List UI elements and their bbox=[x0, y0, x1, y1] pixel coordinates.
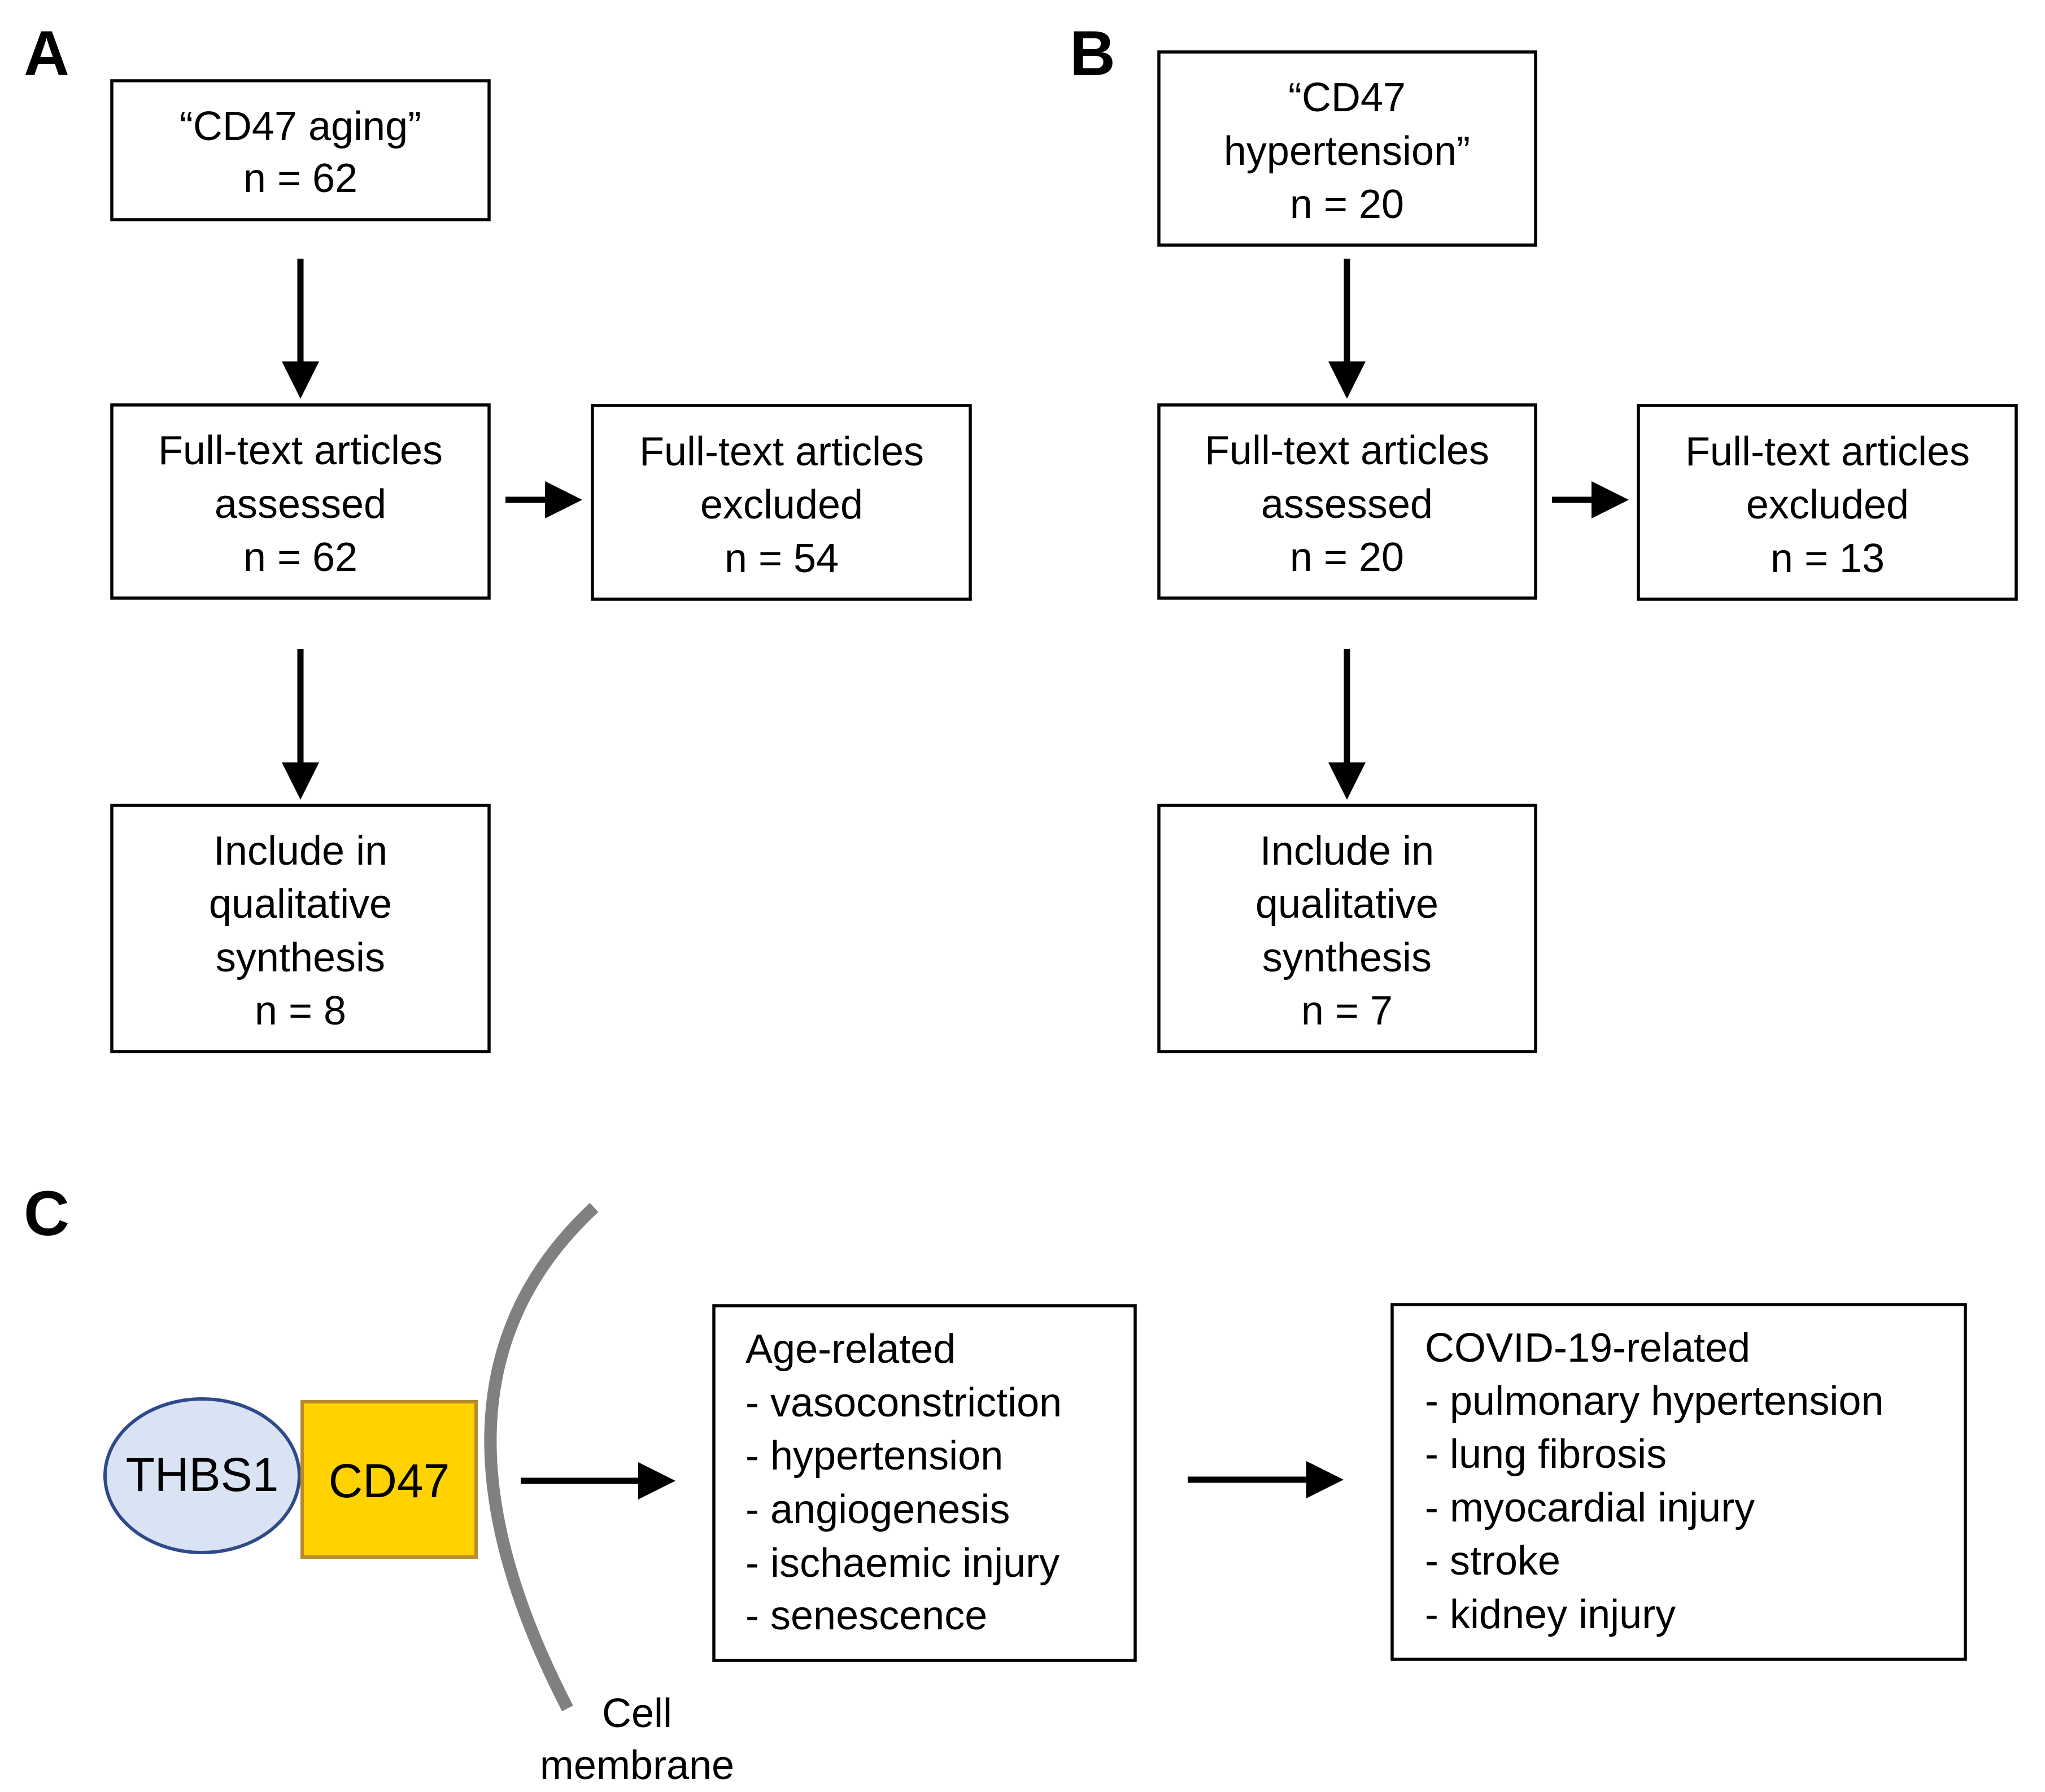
age-related-item: - vasoconstriction bbox=[745, 1380, 1062, 1425]
panel-b-search-line1: “CD47 bbox=[1288, 75, 1406, 120]
cell-membrane-label-line1: Cell bbox=[602, 1691, 672, 1736]
age-related-title: Age-related bbox=[745, 1327, 956, 1372]
panel-a-excluded-line1: Full-text articles bbox=[639, 429, 924, 474]
panel-b-search-line2: hypertension” bbox=[1224, 129, 1470, 174]
covid-related-item: - pulmonary hypertension bbox=[1425, 1379, 1883, 1424]
panel-a-label: A bbox=[24, 18, 69, 89]
panel-a-assessed-line1: Full-text articles bbox=[158, 428, 443, 473]
thbs1-ellipse: THBS1 bbox=[103, 1397, 301, 1554]
age-related-box: Age-related - vasoconstriction - hyperte… bbox=[712, 1304, 1137, 1662]
panel-a-included-box: Include in qualitative synthesis n = 8 bbox=[110, 804, 491, 1053]
panel-b-search-box: “CD47 hypertension” n = 20 bbox=[1157, 50, 1537, 247]
thbs1-label: THBS1 bbox=[126, 1448, 279, 1501]
panel-b-assessed-box: Full-text articles assessed n = 20 bbox=[1157, 403, 1537, 600]
panel-b-search-count: n = 20 bbox=[1290, 182, 1404, 227]
covid-related-item: - myocardial injury bbox=[1425, 1485, 1755, 1531]
panel-c: C THBS1 CD47 Cell membrane Age-related -… bbox=[24, 1178, 1967, 1788]
panel-a-excluded-count: n = 54 bbox=[725, 536, 839, 581]
covid-related-item: - stroke bbox=[1425, 1538, 1560, 1584]
cell-membrane-label-line2: membrane bbox=[540, 1743, 734, 1788]
panel-a-included-line2: qualitative bbox=[209, 882, 392, 927]
panel-a-included-count: n = 8 bbox=[255, 988, 346, 1034]
panel-b-included-line3: synthesis bbox=[1262, 935, 1432, 980]
covid-related-item: - lung fibrosis bbox=[1425, 1432, 1667, 1477]
cell-membrane-arc bbox=[484, 1202, 599, 1712]
panel-a-excluded-box: Full-text articles excluded n = 54 bbox=[591, 404, 972, 601]
panel-b: B “CD47 hypertension” n = 20 Full-text a… bbox=[1070, 18, 2018, 1053]
panel-b-included-box: Include in qualitative synthesis n = 7 bbox=[1157, 804, 1537, 1053]
covid-related-item: - kidney injury bbox=[1425, 1592, 1676, 1637]
age-related-item: - hypertension bbox=[745, 1433, 1003, 1479]
cd47-box: CD47 bbox=[300, 1400, 478, 1559]
panel-a-assessed-line2: assessed bbox=[215, 482, 386, 527]
panel-a-included-line3: synthesis bbox=[216, 935, 385, 980]
panel-b-excluded-line2: excluded bbox=[1746, 482, 1909, 527]
panel-b-excluded-box: Full-text articles excluded n = 13 bbox=[1637, 404, 2018, 601]
panel-a-search-box: “CD47 aging” n = 62 bbox=[110, 79, 491, 221]
covid-related-box: COVID-19-related - pulmonary hypertensio… bbox=[1390, 1303, 1967, 1661]
age-related-item: - ischaemic injury bbox=[745, 1541, 1059, 1586]
age-related-item: - angiogenesis bbox=[745, 1487, 1010, 1532]
panel-b-excluded-count: n = 13 bbox=[1771, 536, 1885, 581]
age-related-item: - senescence bbox=[745, 1593, 987, 1638]
panel-b-assessed-line2: assessed bbox=[1261, 482, 1433, 527]
panel-c-label: C bbox=[24, 1178, 69, 1249]
panel-b-included-line1: Include in bbox=[1260, 829, 1434, 874]
panel-a-search-query: “CD47 aging” bbox=[180, 104, 421, 149]
panel-a-search-count: n = 62 bbox=[243, 156, 357, 201]
panel-b-label: B bbox=[1070, 18, 1115, 89]
panel-a-excluded-line2: excluded bbox=[700, 482, 863, 527]
panel-b-excluded-line1: Full-text articles bbox=[1685, 429, 1970, 474]
covid-related-title: COVID-19-related bbox=[1425, 1326, 1750, 1371]
panel-a-assessed-count: n = 62 bbox=[243, 535, 357, 580]
panel-b-included-line2: qualitative bbox=[1255, 882, 1438, 927]
panel-a-included-line1: Include in bbox=[213, 829, 387, 874]
panel-b-assessed-line1: Full-text articles bbox=[1205, 428, 1489, 473]
panel-b-assessed-count: n = 20 bbox=[1290, 535, 1404, 580]
panel-a: A “CD47 aging” n = 62 Full-text articles… bbox=[24, 18, 972, 1053]
cd47-label: CD47 bbox=[329, 1454, 450, 1507]
panel-a-assessed-box: Full-text articles assessed n = 62 bbox=[110, 403, 491, 600]
panel-b-included-count: n = 7 bbox=[1301, 988, 1393, 1034]
